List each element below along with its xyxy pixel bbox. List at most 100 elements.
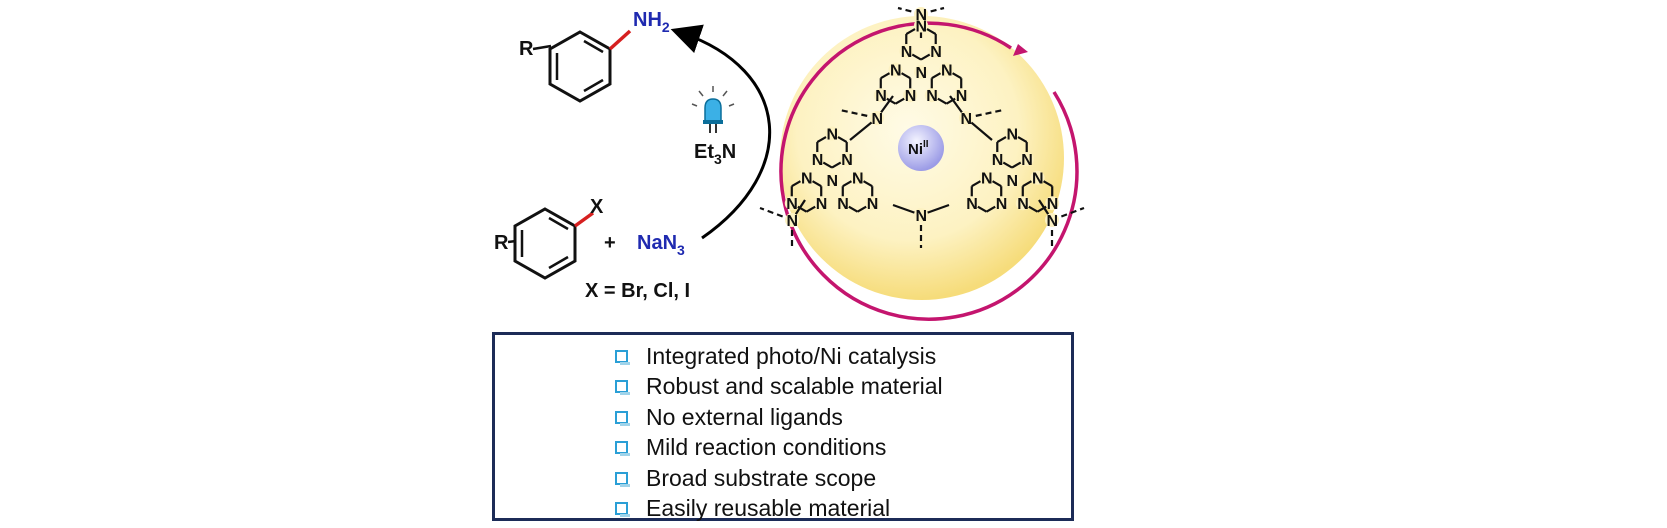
substrate-benzene-ring <box>513 207 577 280</box>
network-terminal-bond <box>965 108 1004 120</box>
substrate-x-label: X <box>590 196 604 218</box>
nitrogen-atom-bg <box>785 213 799 227</box>
nitrogen-atom-bg <box>784 196 799 211</box>
benefit-text: Robust and scalable material <box>646 373 943 400</box>
nitrogen-atom-bg <box>1045 196 1060 211</box>
nitrogen-atom-label: N <box>875 88 887 105</box>
nitrogen-atom-bg <box>914 18 928 33</box>
plus-sign: + <box>604 232 616 254</box>
checkbox-icon <box>615 349 630 365</box>
nitrogen-atom-label: N <box>956 88 968 105</box>
benefit-item: Mild reaction conditions <box>615 433 1071 464</box>
nitrogen-atom-label: N <box>816 196 828 213</box>
nitrogen-atom-bg <box>1019 152 1034 167</box>
nitrogen-atom-label: N <box>1032 171 1044 188</box>
nitrogen-atom-label: N <box>786 196 798 213</box>
nitrogen-atom-bg <box>924 88 939 103</box>
nitrogen-atom-bg <box>990 152 1005 167</box>
reaction-arrow <box>670 24 772 240</box>
substrate-cx-bond <box>573 211 595 228</box>
nitrogen-atom-bg <box>814 196 829 211</box>
benefit-item: Easily reusable material <box>615 494 1071 525</box>
nitrogen-atom-label: N <box>890 63 902 80</box>
nitrogen-atom-bg <box>914 208 928 222</box>
nitrogen-atom-bg <box>979 170 994 185</box>
nitrogen-atom-bg <box>839 152 854 167</box>
product-benzene-ring <box>548 30 612 103</box>
nitrogen-atom-bg <box>939 62 954 77</box>
nitrogen-atom-label: N <box>901 44 913 61</box>
nitrogen-atom-label: N <box>926 88 938 105</box>
nitrogen-atom-bg <box>825 126 839 141</box>
halides-note: X = Br, Cl, I <box>585 280 690 302</box>
nitrogen-atom-label: N <box>1017 196 1029 213</box>
aniline-product: NH2 R <box>519 9 670 103</box>
nitrogen-atom-bg <box>914 65 928 79</box>
nitrogen-atom-bg <box>810 152 825 167</box>
nitrogen-atom-label: N <box>812 152 824 169</box>
nitrogen-atom-bg <box>799 170 814 185</box>
checkbox-icon <box>615 471 630 487</box>
base-label: Et3N <box>694 141 736 167</box>
blue-led-icon <box>691 86 735 133</box>
benefit-text: Mild reaction conditions <box>646 434 887 461</box>
nitrogen-atom-label: N <box>852 171 864 188</box>
nitrogen-atom-bg <box>865 196 880 211</box>
nitrogen-atom-label: N <box>996 196 1008 213</box>
nickel-label: NiII <box>908 139 929 158</box>
nitrogen-atom-label: N <box>941 63 953 80</box>
checkbox-icon <box>615 441 630 457</box>
nitrogen-atom-label: N <box>961 111 973 128</box>
benefit-item: Robust and scalable material <box>615 372 1071 403</box>
nitrogen-atom-bg <box>1015 196 1030 211</box>
nitrogen-atom-bg <box>1005 126 1019 141</box>
nitrogen-atom-bg <box>888 62 903 77</box>
benefits-box: Integrated photo/Ni catalysis Robust and… <box>492 332 1074 521</box>
nitrogen-atom-label: N <box>827 127 839 144</box>
reaction-scheme: NH2 R X R + NaN3 X = Br, Cl, I Et3N <box>494 6 1085 321</box>
substrate-r-label: R <box>494 232 509 254</box>
nitrogen-atom-label: N <box>916 208 928 225</box>
benefit-item: Broad substrate scope <box>615 463 1071 494</box>
nitrogen-atom-label: N <box>1007 173 1019 190</box>
nitrogen-atom-bg <box>1030 170 1045 185</box>
nitrogen-atom-label: N <box>867 196 879 213</box>
benefits-list: Integrated photo/Ni catalysis Robust and… <box>495 335 1071 524</box>
nitrogen-atom-label: N <box>916 7 928 24</box>
nitrogen-atom-bg <box>873 88 888 103</box>
nitrogen-atom-label: N <box>905 88 917 105</box>
nitrogen-atom-label: N <box>1047 213 1059 230</box>
benefit-item: No external ligands <box>615 402 1071 433</box>
sphere-arrow-head <box>1013 44 1028 56</box>
nitrogen-atom-bg <box>994 196 1009 211</box>
checkbox-icon <box>615 502 630 518</box>
benefit-text: Easily reusable material <box>646 495 891 522</box>
nitrogen-atom-bg <box>835 196 850 211</box>
nitrogen-atom-label: N <box>992 152 1004 169</box>
nickel-atom <box>898 125 944 171</box>
nitrogen-atom-label: N <box>837 196 849 213</box>
nitrogen-atom-bg <box>959 111 973 125</box>
nitrogen-atom-bg <box>903 88 918 103</box>
nitrogen-atom-bg <box>870 111 884 125</box>
product-cn-bond <box>608 29 632 51</box>
nitrogen-atom-label: N <box>801 171 813 188</box>
product-r-label: R <box>519 38 534 60</box>
nitrogen-atom-bg <box>914 7 928 21</box>
nitrogen-atom-label: N <box>787 213 799 230</box>
nitrogen-atom-label: N <box>981 171 993 188</box>
nitrogen-atom-label: N <box>916 19 928 36</box>
benefit-text: Broad substrate scope <box>646 464 877 491</box>
nitrogen-atom-label: N <box>916 65 928 82</box>
sphere-arrow-ring <box>779 21 1079 321</box>
checkbox-icon <box>615 410 630 426</box>
nitrogen-atom-bg <box>928 44 943 59</box>
network-terminal-bond <box>839 108 878 120</box>
nitrogen-atom-label: N <box>1047 196 1059 213</box>
nitrogen-atom-label: N <box>930 44 942 61</box>
benefit-item: Integrated photo/Ni catalysis <box>615 341 1071 372</box>
nitrogen-atom-bg <box>1045 213 1059 227</box>
nitrogen-atom-bg <box>850 170 865 185</box>
